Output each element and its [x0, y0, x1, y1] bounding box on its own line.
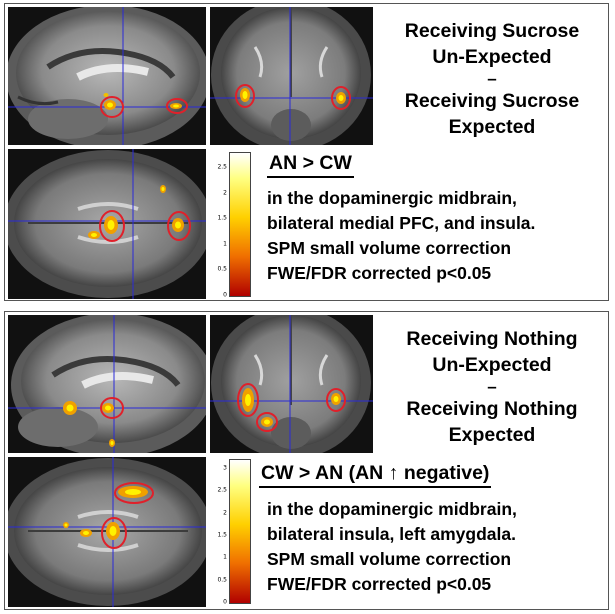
colorbar-tick-label: 2	[223, 509, 227, 517]
description-line: SPM small volume correction	[267, 238, 512, 258]
description-line: bilateral medial PFC, and insula.	[267, 213, 536, 233]
description-line: SPM small volume correction	[267, 549, 512, 569]
colorbar-tick-label: 1	[223, 553, 227, 561]
result-description: in the dopaminergic midbrain, bilateral …	[267, 497, 517, 597]
roi-circle	[100, 96, 124, 118]
description-line: bilateral insula, left amygdala.	[267, 524, 516, 544]
colorbar	[229, 459, 251, 604]
roi-circle	[114, 482, 154, 504]
activation-blob	[160, 185, 166, 193]
activation-blob	[106, 522, 120, 540]
activation-blob	[170, 103, 182, 109]
colorbar-tick-label: 0	[223, 291, 227, 299]
colorbar-tick-label: 1	[223, 240, 227, 248]
description-line: in the dopaminergic midbrain,	[267, 499, 517, 519]
description-line: in the dopaminergic midbrain,	[267, 188, 517, 208]
activation-blob	[102, 403, 114, 413]
colorbar-tick-label: 0	[223, 598, 227, 606]
sagittal-brain-slice	[8, 315, 206, 453]
colorbar-tick-label: 1.5	[217, 531, 227, 539]
activation-blob	[104, 216, 118, 234]
colorbar-tick-label: 2	[223, 189, 227, 197]
colorbar-ticks: 3 2.5 2 1.5 1 0.5 0	[211, 459, 227, 606]
title-line: Expected	[448, 116, 536, 138]
title-line: Expected	[448, 424, 536, 446]
roi-circle	[99, 210, 125, 242]
colorbar-tick-label: 0.5	[217, 576, 227, 584]
colorbar-tick-label: 2.5	[217, 163, 227, 171]
coronal-brain-slice	[210, 315, 373, 453]
description-line: FWE/FDR corrected p<0.05	[267, 574, 492, 594]
title-line: Un-Expected	[432, 46, 552, 68]
colorbar-tick-label: 2.5	[217, 486, 227, 494]
title-line: Receiving Sucrose	[404, 90, 580, 112]
result-description: in the dopaminergic midbrain, bilateral …	[267, 186, 535, 286]
activation-blob	[331, 393, 341, 405]
activation-blob	[109, 439, 115, 447]
activation-blob	[240, 88, 250, 102]
title-line: Receiving Nothing	[406, 398, 578, 420]
figure-panel-nothing: 3 2.5 2 1.5 1 0.5 0 Receiving Nothing Un-Expec…	[4, 311, 609, 610]
title-line: Receiving Sucrose	[404, 20, 580, 42]
roi-circle	[167, 211, 191, 241]
colorbar	[229, 152, 251, 297]
contrast-title: Receiving Sucrose Un-Expected – Receivin…	[377, 18, 607, 140]
axial-brain-slice	[8, 457, 206, 607]
roi-circle	[235, 84, 255, 108]
group-contrast-label: AN > CW	[267, 152, 354, 178]
activation-blob	[336, 92, 346, 104]
roi-circle	[101, 517, 127, 549]
roi-circle	[166, 98, 188, 114]
activation-blob	[63, 401, 77, 415]
activation-blob	[118, 486, 148, 498]
activation-blob	[88, 231, 100, 239]
group-contrast-label: CW > AN (AN ↑ negative)	[259, 462, 492, 488]
roi-circle	[237, 383, 259, 417]
activation-blob	[261, 417, 273, 427]
title-line: Un-Expected	[432, 354, 552, 376]
colorbar-ticks: 2.5 2 1.5 1 0.5 0	[211, 152, 227, 299]
description-line: FWE/FDR corrected p<0.05	[267, 263, 492, 283]
roi-circle	[100, 397, 124, 419]
sagittal-brain-slice	[8, 7, 206, 145]
activation-blob	[172, 218, 184, 232]
activation-blob	[63, 522, 69, 528]
colorbar-tick-label: 3	[223, 464, 227, 472]
activation-blob	[80, 529, 92, 537]
activation-blob	[103, 93, 116, 110]
roi-circle	[326, 388, 346, 412]
figure-panel-sucrose: 2.5 2 1.5 1 0.5 0 Receiving Sucrose Un-Expect…	[4, 3, 609, 301]
title-line: Receiving Nothing	[406, 328, 578, 350]
colorbar-tick-label: 0.5	[217, 265, 227, 273]
axial-brain-slice	[8, 149, 206, 299]
minus-sign: –	[487, 377, 497, 396]
colorbar-tick-label: 1.5	[217, 214, 227, 222]
roi-circle	[331, 86, 351, 110]
activation-blob	[242, 388, 254, 412]
contrast-title: Receiving Nothing Un-Expected – Receivin…	[377, 326, 607, 448]
roi-circle	[256, 412, 278, 432]
minus-sign: –	[487, 69, 497, 88]
coronal-brain-slice	[210, 7, 373, 145]
